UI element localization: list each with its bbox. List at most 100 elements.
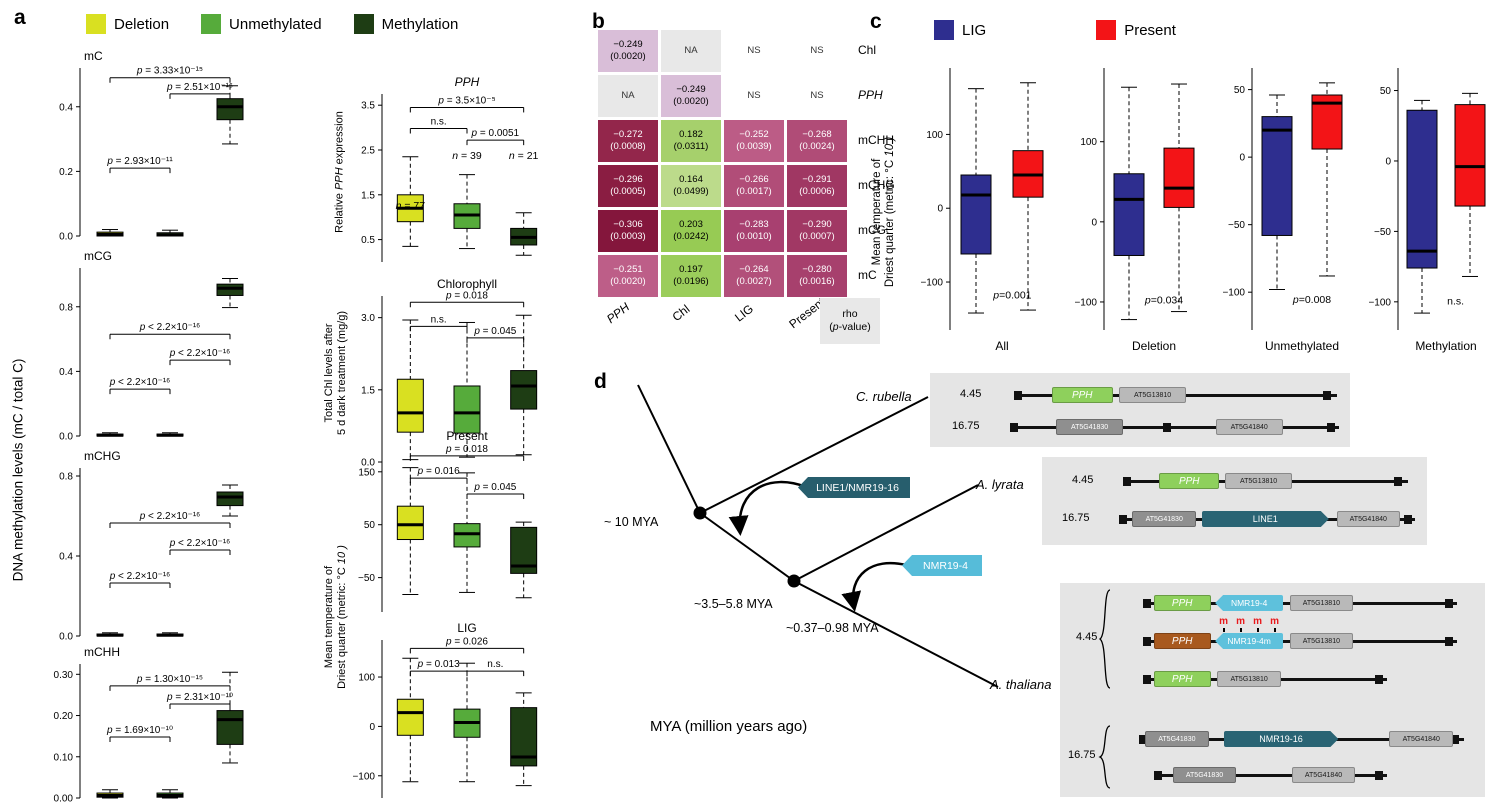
legend-label: LIG [962, 21, 987, 39]
heatmap-cell: NS [787, 75, 847, 117]
svg-text:p = 0.013: p = 0.013 [417, 659, 460, 670]
heatmap-cell: −0.280(0.0016) [787, 255, 847, 297]
svg-text:−100: −100 [1222, 288, 1245, 299]
svg-text:−100: −100 [1074, 297, 1097, 308]
svg-text:p = 0.018: p = 0.018 [445, 444, 488, 455]
svg-text:150: 150 [358, 467, 375, 478]
heatmap-legend: rho (p-value) [820, 298, 880, 344]
genomic-segment-mark [1138, 735, 1147, 744]
heatmap-row-label: PPH [858, 88, 883, 102]
distance-label: 16.75 [1062, 512, 1090, 524]
nmr19-4-insertion-arrow [841, 561, 907, 612]
genomic-segment-mark [1014, 391, 1022, 400]
heatmap-cell: 0.203(0.0242) [661, 210, 721, 252]
gene-at5g13810: AT5G13810 [1289, 633, 1354, 649]
heatmap-cell: −0.249(0.0020) [661, 75, 721, 117]
gene-at5g13810: AT5G13810 [1224, 473, 1293, 489]
distance-label: 16.75 [952, 420, 980, 432]
legend-label: Present [1124, 21, 1176, 39]
svg-text:3.0: 3.0 [361, 313, 375, 324]
line1-insertion-arrow [728, 480, 807, 536]
svg-text:mC: mC [84, 49, 103, 63]
heatmap-legend-pvalue: (p-value) [829, 321, 871, 333]
svg-text:Present: Present [446, 429, 488, 443]
svg-text:100: 100 [358, 673, 375, 684]
legend-item-unmethylated: Unmethylated [201, 14, 322, 34]
node-label-10mya: ~ 10 MYA [604, 515, 659, 529]
genomic-segment-mark [1374, 675, 1383, 684]
genomic-segment-mark [1163, 423, 1172, 432]
heatmap-row-label: Chl [858, 43, 877, 57]
svg-text:p = 0.0051: p = 0.0051 [471, 128, 520, 139]
gene-pph: PPH [1153, 633, 1211, 649]
svg-text:n = 77: n = 77 [396, 200, 426, 212]
heatmap-cell: −0.272(0.0008) [598, 120, 658, 162]
phylogeny-panel: ~ 10 MYA ~3.5–5.8 MYA ~0.37–0.98 MYA LIN… [590, 365, 1502, 808]
svg-text:50: 50 [1380, 86, 1392, 97]
svg-text:0.0: 0.0 [59, 632, 73, 643]
heatmap-cell: −0.296(0.0005) [598, 165, 658, 207]
svg-text:p < 2.2×10⁻¹⁶: p < 2.2×10⁻¹⁶ [139, 322, 201, 333]
svg-text:p = 2.51×10⁻¹⁶: p = 2.51×10⁻¹⁶ [166, 82, 233, 93]
svg-text:LIG: LIG [457, 621, 476, 635]
genomic-segment-mark [1142, 637, 1151, 646]
legend-label: Unmethylated [229, 15, 322, 33]
svg-text:0.2: 0.2 [59, 167, 73, 178]
gene-pph: PPH [1159, 473, 1220, 489]
svg-text:p=0.008: p=0.008 [1292, 294, 1331, 306]
svg-text:3.5: 3.5 [361, 101, 375, 112]
svg-text:Unmethylated: Unmethylated [1265, 339, 1339, 353]
distance-label: 4.45 [1072, 474, 1094, 486]
node-label-3.5-5.8mya: ~3.5–5.8 MYA [694, 597, 773, 611]
svg-text:−50: −50 [1374, 227, 1391, 238]
svg-text:0.8: 0.8 [59, 472, 73, 483]
genomic-segment-mark [1142, 599, 1151, 608]
line1-nmr19-16-tag: LINE1/NMR19-16 [798, 477, 910, 498]
svg-text:0.00: 0.00 [54, 794, 74, 805]
heatmap-cell: −0.252(0.0039) [724, 120, 784, 162]
svg-text:p = 2.31×10⁻¹⁰: p = 2.31×10⁻¹⁰ [166, 692, 233, 703]
svg-text:p = 0.026: p = 0.026 [445, 636, 488, 647]
svg-text:p = 0.045: p = 0.045 [473, 326, 516, 337]
gene-at5g13810: AT5G13810 [1119, 387, 1187, 403]
heatmap-row-label: mCHH [858, 133, 894, 147]
svg-text:50: 50 [1234, 85, 1246, 96]
species-label-a--thaliana: A. thaliana [990, 677, 1052, 692]
legend-label: Deletion [114, 15, 170, 33]
svg-text:−50: −50 [1228, 220, 1245, 231]
svg-text:1.5: 1.5 [361, 190, 375, 201]
svg-text:n.s.: n.s. [487, 659, 503, 670]
species-label-c--rubella: C. rubella [856, 389, 912, 404]
node-3-5mya-dot [787, 574, 801, 588]
svg-text:p = 3.5×10⁻⁵: p = 3.5×10⁻⁵ [437, 95, 495, 106]
svg-text:p = 1.69×10⁻¹⁰: p = 1.69×10⁻¹⁰ [106, 725, 173, 736]
panel-c-legend: LIG Present [934, 20, 1286, 40]
heatmap-cell: 0.197(0.0196) [661, 255, 721, 297]
grouping-brace [1098, 589, 1111, 689]
genomic-segment-mark [1403, 515, 1412, 524]
genomic-segment-mark [1444, 599, 1453, 608]
svg-text:p < 2.2×10⁻¹⁶: p < 2.2×10⁻¹⁶ [109, 571, 171, 582]
genomic-segment-mark [1394, 477, 1403, 486]
svg-text:0.4: 0.4 [59, 367, 73, 378]
svg-text:100: 100 [926, 130, 943, 141]
genomic-line [1009, 426, 1340, 429]
heatmap-cell: 0.164(0.0499) [661, 165, 721, 207]
svg-text:p = 3.33×10⁻¹⁵: p = 3.33×10⁻¹⁵ [136, 66, 203, 77]
genomic-segment-mark [1326, 423, 1335, 432]
